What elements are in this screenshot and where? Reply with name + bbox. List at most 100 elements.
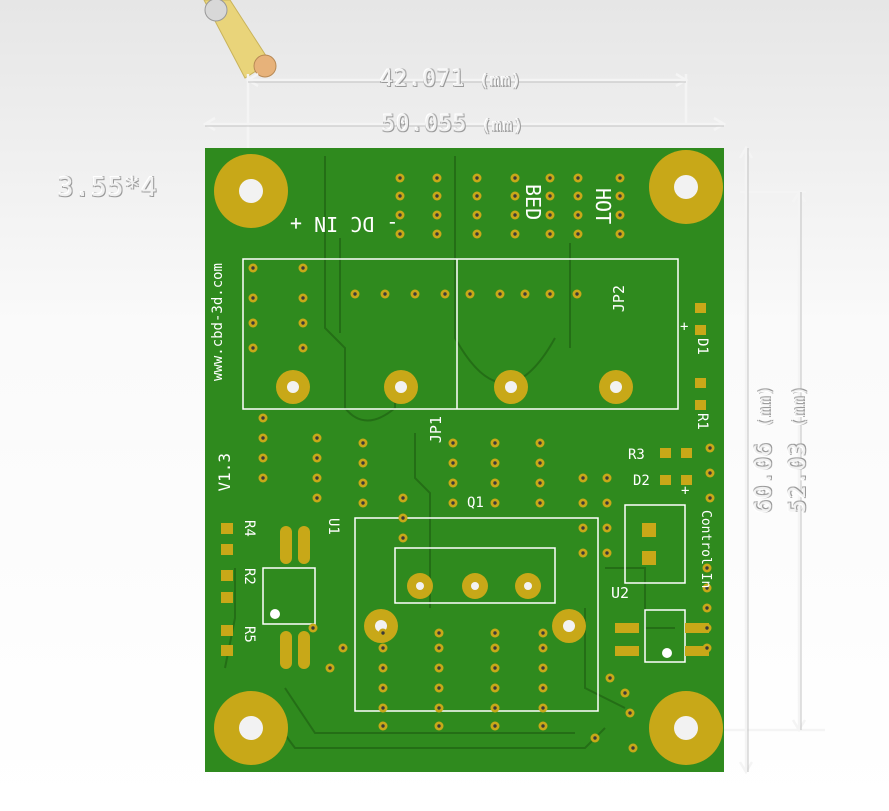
q1-label: Q1 — [467, 495, 484, 511]
control-in-label: Control In — [698, 510, 713, 589]
via-drill — [398, 194, 402, 198]
via-drill — [538, 481, 542, 485]
via-drill — [261, 416, 265, 420]
via-drill — [341, 646, 345, 650]
dimension-right-inner-unit: (mm) — [789, 385, 808, 428]
dimension-top-outer-value: 50.055 — [382, 112, 468, 137]
via-drill — [493, 631, 497, 635]
dimension-top-outer-unit: (mm) — [481, 116, 525, 135]
via-drill — [548, 232, 552, 236]
via-drill — [475, 232, 479, 236]
via-drill — [548, 194, 552, 198]
via-drill — [301, 346, 305, 350]
r4-label: R4 — [241, 520, 257, 537]
via-drill — [361, 441, 365, 445]
via-drill — [315, 436, 319, 440]
dimension-right-outer: 60.06 (mm) — [752, 385, 777, 513]
u2-label: U2 — [611, 584, 630, 602]
d2-plus-label: + — [681, 483, 690, 499]
via-drill — [401, 516, 405, 520]
dimension-top-inner-unit: (mm) — [479, 71, 523, 90]
dimension-right-outer-unit: (mm) — [755, 385, 774, 428]
via-drill — [493, 706, 497, 710]
via-drill — [328, 666, 332, 670]
via-drill — [576, 194, 580, 198]
via-drill — [513, 176, 517, 180]
via-drill — [383, 292, 387, 296]
via-drill — [381, 724, 385, 728]
mounting-holes — [214, 150, 723, 765]
dimension-top-inner: 42.071 (mm) — [380, 67, 522, 92]
via-drill — [398, 213, 402, 217]
d1-label: D1 — [694, 338, 710, 355]
via-drill — [493, 441, 497, 445]
via-drill — [538, 461, 542, 465]
via-drill — [581, 551, 585, 555]
pcb-board[interactable]: - DC IN + BED HOT www.cbd-3d.com V1.3 JP… — [205, 148, 724, 772]
via-drill — [468, 292, 472, 296]
version-label: V1.3 — [215, 453, 234, 492]
via-drill — [381, 706, 385, 710]
via-drill — [628, 711, 632, 715]
via-drill — [541, 631, 545, 635]
via-drill — [443, 292, 447, 296]
via-drill — [251, 321, 255, 325]
via-drill — [437, 646, 441, 650]
via-drill — [475, 194, 479, 198]
via-drill — [618, 213, 622, 217]
via-drill — [513, 232, 517, 236]
via-drill — [398, 176, 402, 180]
via-drill — [538, 501, 542, 505]
via-drill — [548, 292, 552, 296]
via-drill — [261, 476, 265, 480]
via-drill — [575, 292, 579, 296]
via-drill — [605, 476, 609, 480]
via-drill — [315, 496, 319, 500]
dimension-top-outer: 50.055 (mm) — [382, 112, 524, 137]
via-drill — [608, 676, 612, 680]
via-drill — [315, 476, 319, 480]
via-drill — [361, 501, 365, 505]
via-drill — [451, 481, 455, 485]
jp1-label: JP1 — [427, 416, 445, 444]
via-drill — [261, 436, 265, 440]
measure-pin-icon[interactable] — [190, 0, 290, 90]
via-drill — [708, 446, 712, 450]
website-label: www.cbd-3d.com — [210, 263, 226, 382]
via-drill — [708, 496, 712, 500]
via-drill — [301, 296, 305, 300]
via-drill — [523, 292, 527, 296]
via-drill — [576, 232, 580, 236]
via-drill — [513, 194, 517, 198]
via-drill — [381, 631, 385, 635]
via-drill — [437, 666, 441, 670]
via-drill — [708, 471, 712, 475]
dimension-top-inner-value: 42.071 — [380, 67, 466, 92]
via-drill — [618, 232, 622, 236]
via-drill — [493, 686, 497, 690]
via-drill — [605, 501, 609, 505]
via-drill — [401, 496, 405, 500]
r3-label: R3 — [628, 447, 645, 463]
via-drill — [437, 686, 441, 690]
via-drill — [475, 176, 479, 180]
via-drill — [251, 296, 255, 300]
via-drill — [451, 501, 455, 505]
via-drill — [623, 691, 627, 695]
via-drill — [475, 213, 479, 217]
via-drill — [493, 666, 497, 670]
via-drill — [437, 706, 441, 710]
via-drill — [631, 746, 635, 750]
via-drill — [593, 736, 597, 740]
r1-label: R1 — [694, 413, 710, 430]
via-drill — [493, 481, 497, 485]
via-drill — [251, 266, 255, 270]
r5-label: R5 — [241, 626, 257, 643]
via-drill — [541, 724, 545, 728]
via-drill — [413, 292, 417, 296]
via-drill — [541, 686, 545, 690]
dimension-right-inner-value: 52.03 — [786, 441, 811, 514]
via-drill — [618, 176, 622, 180]
d2-label: D2 — [633, 473, 650, 489]
via-drill — [435, 213, 439, 217]
